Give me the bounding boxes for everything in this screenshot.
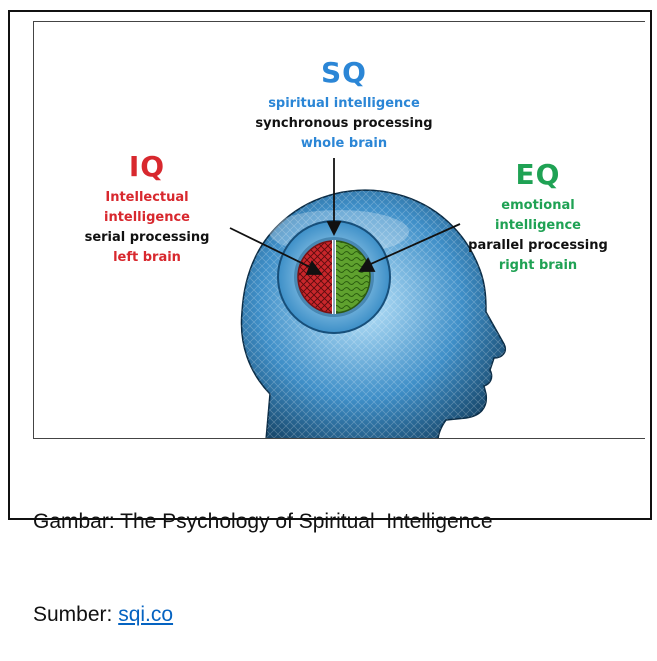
source-link[interactable]: sqi.co xyxy=(118,603,174,626)
sq-title: SQ xyxy=(321,56,367,89)
eq-title: EQ xyxy=(515,158,561,191)
eq-line-3: parallel processing xyxy=(468,238,608,253)
iq-label-block: IQ Intellectual intelligence serial proc… xyxy=(72,150,222,268)
iq-title: IQ xyxy=(128,150,166,183)
sq-line-1: spiritual intelligence xyxy=(268,96,420,111)
figure-caption: Gambar: The Psychology of Spiritual Inte… xyxy=(33,444,493,661)
sq-line-3: whole brain xyxy=(300,136,388,151)
iq-line-3: serial processing xyxy=(84,230,210,245)
arrows xyxy=(229,158,461,275)
eq-line-1: emotional xyxy=(501,198,575,213)
eq-line-4: right brain xyxy=(498,258,578,273)
source-prefix: Sumber: xyxy=(33,603,119,626)
sq-line-2: synchronous processing xyxy=(255,116,433,131)
caption-source: Sumber: sqi.co xyxy=(33,599,493,630)
head-illustration xyxy=(229,158,506,438)
iq-line-1: Intellectual xyxy=(105,190,189,205)
eq-label-block: EQ emotional intelligence parallel proce… xyxy=(458,158,618,276)
sq-label-block: SQ spiritual intelligence synchronous pr… xyxy=(234,56,454,154)
caption-title: Gambar: The Psychology of Spiritual Inte… xyxy=(33,510,493,533)
figure-image: SQ spiritual intelligence synchronous pr… xyxy=(33,21,645,439)
iq-line-2: intelligence xyxy=(103,210,190,225)
eq-line-2: intelligence xyxy=(494,218,581,233)
iq-line-4: left brain xyxy=(113,250,181,265)
